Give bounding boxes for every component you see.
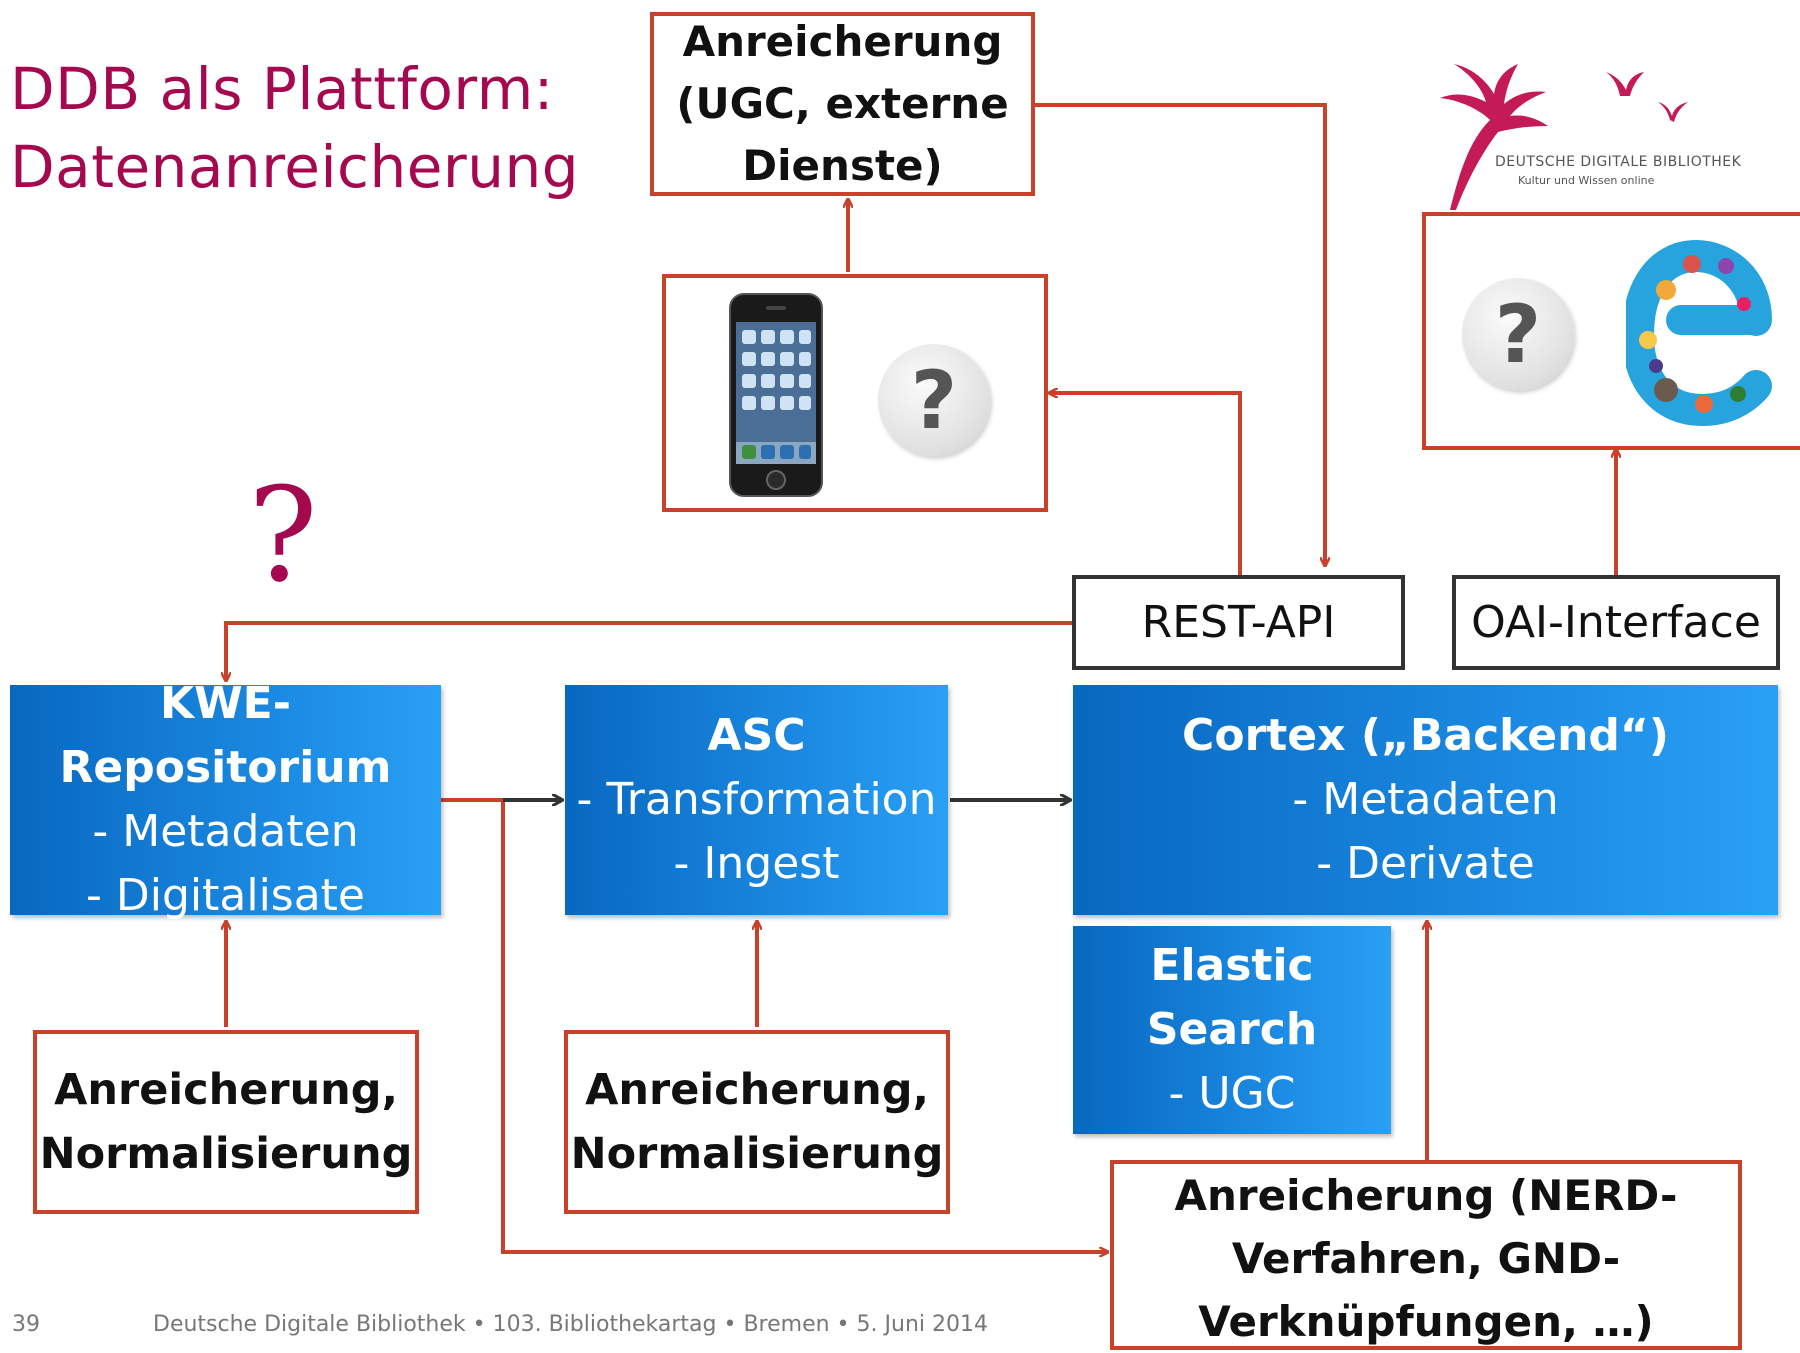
elastic-title: Elastic Search <box>1146 940 1318 1055</box>
enrichment-middle-line-1: Anreicherung, <box>585 1065 929 1115</box>
kwe-line-2: - Digitalisate <box>86 870 365 921</box>
asc-title: ASC <box>707 710 806 761</box>
enrichment-nerd-line-1: Anreicherung (NERD- <box>1174 1171 1678 1220</box>
smartphone-icon <box>729 293 823 497</box>
enrichment-ugc-line-3: Dienste) <box>742 141 943 190</box>
page-title: DDB als Plattform: Datenanreicherung <box>10 50 579 206</box>
kwe-line-1: - Metadaten <box>92 806 359 857</box>
enrichment-nerd-line-3: Verknüpfungen, …) <box>1198 1297 1654 1346</box>
arrow-rest-to-devices <box>1050 393 1242 575</box>
cortex-line-2: - Derivate <box>1316 838 1535 889</box>
question-mark-icon: ? <box>1462 278 1574 390</box>
enrichment-ugc-box: Anreicherung (UGC, externe Dienste) <box>650 12 1035 196</box>
client-apps-box: ? <box>662 274 1048 512</box>
logo-subtitle: Kultur und Wissen online <box>1518 174 1655 187</box>
asc-line-2: - Ingest <box>673 838 840 889</box>
arrow-enrich-to-rest <box>1035 103 1325 565</box>
oai-interface-label: OAI-Interface <box>1471 597 1761 648</box>
enrichment-left-line-2: Normalisierung <box>39 1129 413 1179</box>
asc-line-1: - Transformation <box>576 774 937 825</box>
portal-box: ? <box>1422 212 1800 450</box>
cortex-title: Cortex („Backend“) <box>1182 710 1669 761</box>
arrow-kwe-to-enrich-bottom <box>441 798 1107 1252</box>
elastic-line-1: - UGC <box>1168 1068 1296 1119</box>
enrichment-middle-box: Anreicherung, Normalisierung <box>564 1030 950 1214</box>
enrichment-middle-line-2: Normalisierung <box>570 1129 944 1179</box>
arrow-rest-to-kwe <box>226 621 1073 680</box>
kwe-title: KWE-Repositorium <box>59 678 392 793</box>
logo-title: DEUTSCHE DIGITALE BIBLIOTHEK <box>1495 154 1742 170</box>
ddb-logo: DEUTSCHE DIGITALE BIBLIOTHEK Kultur und … <box>1400 50 1760 210</box>
kwe-repository-box: KWE-Repositorium - Metadaten - Digitalis… <box>10 678 441 921</box>
asc-box: ASC - Transformation - Ingest <box>565 685 948 915</box>
oai-interface-box: OAI-Interface <box>1452 575 1780 670</box>
enrichment-nerd-box: Anreicherung (NERD- Verfahren, GND- Verk… <box>1110 1160 1742 1350</box>
title-line-1: DDB als Plattform: <box>10 55 554 123</box>
enrichment-ugc-line-1: Anreicherung <box>682 17 1003 66</box>
rest-api-label: REST-API <box>1141 597 1336 648</box>
enrichment-ugc-line-2: (UGC, externe <box>676 79 1009 128</box>
open-question-mark: ? <box>248 459 318 611</box>
enrichment-nerd-line-2: Verfahren, GND- <box>1231 1234 1621 1283</box>
dandelion-logo-icon <box>1440 64 1688 210</box>
cortex-line-1: - Metadaten <box>1292 774 1559 825</box>
question-mark-icon: ? <box>878 344 990 456</box>
page-number: 39 <box>12 1312 40 1337</box>
title-line-2: Datenanreicherung <box>10 133 580 201</box>
cortex-backend-box: Cortex („Backend“) - Metadaten - Derivat… <box>1073 685 1778 915</box>
elastic-search-box: Elastic Search - UGC <box>1073 926 1391 1134</box>
rest-api-box: REST-API <box>1072 575 1405 670</box>
enrichment-left-line-1: Anreicherung, <box>54 1065 398 1115</box>
footer-text: Deutsche Digitale Bibliothek • 103. Bibl… <box>153 1312 988 1337</box>
europeana-logo-icon <box>1626 240 1772 427</box>
enrichment-left-box: Anreicherung, Normalisierung <box>33 1030 419 1214</box>
